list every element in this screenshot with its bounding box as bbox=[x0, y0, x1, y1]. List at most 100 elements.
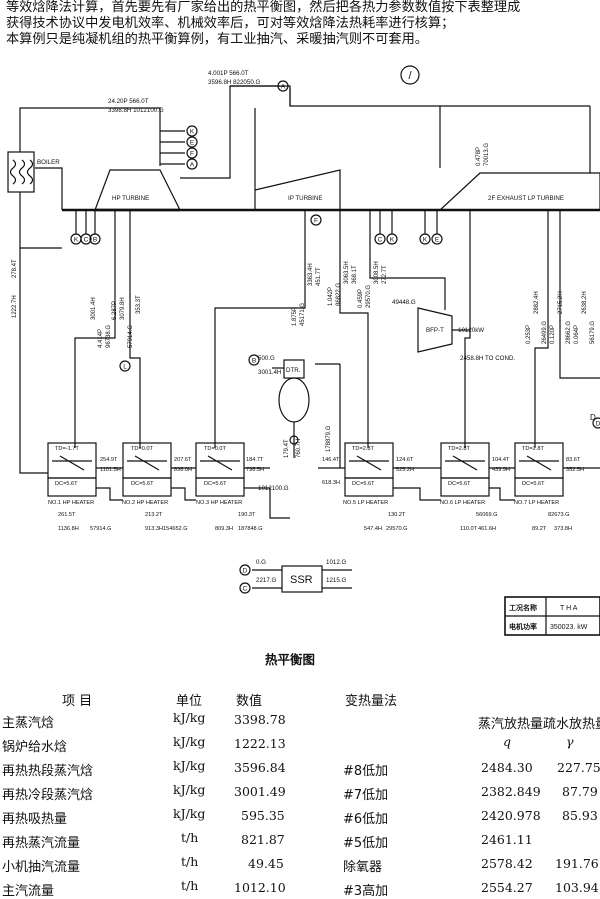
boiler-label: BOILER bbox=[37, 159, 60, 166]
row-method: #7低加 bbox=[343, 788, 389, 803]
dtr-line1: 500.G bbox=[258, 355, 275, 362]
symbol-gamma: γ bbox=[566, 734, 574, 749]
intro-line-1: 等效焓降法计算，首先要先有厂家给出的热平衡图，然后把各热力参数数值按下表整理成 bbox=[6, 0, 521, 15]
hp-gland-tag: E bbox=[190, 140, 195, 147]
row-gamma: 191.76 bbox=[555, 856, 599, 871]
heater-dc: DC=5.6T bbox=[131, 481, 154, 487]
hp-bottom-tag: C bbox=[84, 237, 89, 244]
ip-bottom-tag: K bbox=[390, 237, 395, 244]
tag-a: A bbox=[281, 84, 286, 91]
ip-bottom-tag: C bbox=[378, 237, 383, 244]
heater-drain2: 913.3H bbox=[145, 526, 163, 532]
row-q: 2484.30 bbox=[481, 760, 533, 775]
heater-flow: 29570.G bbox=[386, 526, 407, 532]
row-value: 3596.84 bbox=[234, 760, 286, 775]
heater-name: NO.1 HP HEATER bbox=[48, 500, 94, 506]
heater-drain1: 213.2T bbox=[145, 512, 163, 518]
ext-lp-line2: 2882.4H bbox=[534, 291, 540, 314]
row-gamma: 87.79 bbox=[562, 784, 598, 799]
hot-reheat-line1: 4.001P 566.0T bbox=[208, 70, 249, 77]
heater-dc: DC=5.6T bbox=[352, 481, 375, 487]
bfpt-power: 10120kW bbox=[458, 327, 484, 334]
right-header: 蒸汽放热量疏水放热量 bbox=[478, 717, 600, 732]
header-value: 数值 bbox=[236, 694, 263, 709]
ext4-line3: 3063.5H bbox=[344, 261, 350, 284]
row-value: 3001.49 bbox=[234, 784, 286, 799]
row-value: 1222.13 bbox=[234, 736, 286, 751]
bfpt-shape bbox=[417, 307, 453, 353]
ip-turbine-shape bbox=[254, 169, 341, 211]
row-item: 小机抽汽流量 bbox=[2, 860, 81, 875]
main-steam-line2: 3398.8H 1012100.G bbox=[108, 107, 164, 114]
ext-lp-line5: 2715.2H bbox=[558, 291, 564, 314]
ip-bottom-tag: E bbox=[435, 237, 440, 244]
row-q: 2461.11 bbox=[481, 832, 533, 847]
heater-drain1: 82673.G bbox=[548, 512, 569, 518]
tag-d: D bbox=[596, 421, 600, 428]
ssr-tag-bottom: C bbox=[243, 586, 248, 593]
info-value-condition: T H A bbox=[560, 605, 578, 612]
hp-gland-tag: A bbox=[190, 162, 195, 169]
heater-drain2: 89.2T bbox=[532, 526, 547, 532]
hp-gland-tag: F bbox=[190, 151, 194, 158]
bfpt-label: BFP-T bbox=[426, 327, 444, 334]
heater-td: TD=0.0T bbox=[204, 446, 226, 452]
ssr-l1: 0.G bbox=[256, 559, 266, 566]
row-unit: kJ/kg bbox=[173, 806, 206, 821]
heater-td: TD=2.8T bbox=[522, 446, 544, 452]
intro-text: 等效焓降法计算，首先要先有厂家给出的热平衡图，然后把各热力参数数值按下表整理成 … bbox=[6, 0, 600, 48]
row-method: #6低加 bbox=[343, 812, 389, 827]
ext-lp-line4: 0.120P bbox=[550, 325, 556, 344]
row-gamma: 103.94 bbox=[555, 880, 599, 895]
heater-drain2: 1136.8H bbox=[58, 526, 79, 532]
lp-turbine-label: 2F EXHAUST LP TURBINE bbox=[488, 195, 564, 202]
intro-line-2: 获得技术协议中发电机效率、机械效率后，可对等效焓降法热耗率进行核算； bbox=[6, 16, 455, 31]
row-unit: kJ/kg bbox=[173, 782, 206, 797]
heater-flow: 461.6H bbox=[478, 526, 496, 532]
heater-out-h: 439.9H bbox=[492, 467, 510, 473]
heater-out-h: 1101.5H bbox=[100, 467, 121, 473]
row-value: 1012.10 bbox=[234, 880, 286, 895]
row-unit: kJ/kg bbox=[173, 758, 206, 773]
hp-bottom-tag: B bbox=[93, 237, 97, 244]
heater-out-t: 184.7T bbox=[246, 457, 264, 463]
heater-drain2: 110.0T bbox=[460, 526, 478, 532]
heater-out-t: 124.6T bbox=[396, 457, 414, 463]
row-q: 2554.27 bbox=[481, 880, 533, 895]
ssr-l2: 2217.G bbox=[256, 577, 276, 584]
heater-drain1: 56069.G bbox=[476, 512, 497, 518]
heater-dc: DC=5.6T bbox=[55, 481, 78, 487]
heat-balance-diagram: A K E F A K C B C K K E F L B D C D / 4.… bbox=[7, 65, 600, 636]
ext1-line1: 4.414P bbox=[98, 329, 104, 348]
valve-symbol: / bbox=[408, 70, 412, 82]
heater-flow: 373.8H bbox=[554, 526, 572, 532]
heater-td: TD=2.8T bbox=[352, 446, 374, 452]
heater-flow: 187848.G bbox=[238, 526, 263, 532]
row-unit: kJ/kg bbox=[173, 710, 206, 725]
dtr-line2: 3001.4H bbox=[258, 369, 281, 376]
heater-out-t: 254.9T bbox=[100, 457, 118, 463]
row-value: 49.45 bbox=[248, 856, 284, 871]
heater-td: TD=-1.7T bbox=[55, 446, 79, 452]
ext-lp-line8: 2638.2H bbox=[582, 291, 588, 314]
row-value: 3398.78 bbox=[234, 712, 286, 727]
ext5-line4: 272.7T bbox=[382, 265, 388, 284]
edge-glyph: D bbox=[590, 413, 596, 422]
row-item: 再热吸热量 bbox=[2, 812, 68, 827]
hot-reheat-line2: 3596.8H 822050.G bbox=[208, 79, 260, 86]
tag-l: L bbox=[123, 364, 127, 371]
heater-name: NO.2 HP HEATER bbox=[122, 500, 168, 506]
heater-dc: DC=5.6T bbox=[522, 481, 545, 487]
heater-in-t: 146.4T bbox=[322, 457, 340, 463]
diagram-title: 热平衡图 bbox=[264, 652, 315, 667]
row-gamma: 227.75 bbox=[557, 760, 600, 775]
ext5-line2: 29570.G bbox=[366, 285, 372, 308]
heater-out-t: 83.6T bbox=[566, 457, 581, 463]
ext3-line1: 1.875P bbox=[292, 307, 298, 326]
main-steam-line1: 24.20P 566.0T bbox=[108, 98, 149, 105]
heater-boxes bbox=[47, 442, 564, 497]
hp-gland-tag: K bbox=[190, 129, 195, 136]
bfpt-exhaust: 2458.8H TO COND. bbox=[460, 355, 515, 362]
lp-turbine-shape bbox=[438, 172, 600, 211]
ext1-line6: 57914.G bbox=[128, 325, 134, 348]
